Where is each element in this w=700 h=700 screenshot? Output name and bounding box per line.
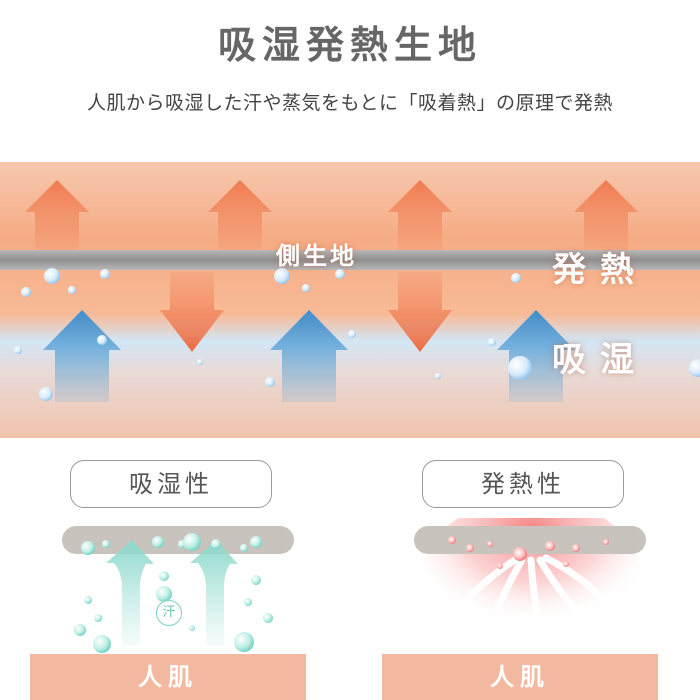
water-bubbles xyxy=(14,268,700,401)
fabric-bar xyxy=(62,526,294,554)
mint-arrow-up xyxy=(190,540,238,646)
page-subtitle: 人肌から吸湿した汗や蒸気をもとに「吸着熱」の原理で発熱 xyxy=(86,92,614,114)
heat-dots xyxy=(448,536,609,569)
heat-arrowheads xyxy=(440,596,620,646)
hero-illustration: 側生地 発熱 吸湿 xyxy=(0,162,700,438)
absorb-illustration xyxy=(62,526,294,653)
heat-arrow-up xyxy=(208,180,272,252)
hero-svg xyxy=(0,162,700,438)
heat-arrow-up xyxy=(388,180,452,252)
skin-bar: 人肌 xyxy=(30,654,306,700)
fabric-band xyxy=(0,250,700,270)
absorb-label: 吸湿 xyxy=(552,340,648,380)
heat-illustration xyxy=(414,518,646,654)
mint-arrow-up xyxy=(106,540,154,646)
absorb-panel: 吸湿性 xyxy=(30,458,310,700)
heat-label: 発熱 xyxy=(552,250,648,290)
heat-arrow-down xyxy=(388,272,452,352)
sweat-icon: 汗 xyxy=(156,600,182,626)
heat-arrow-down xyxy=(160,272,224,352)
fabric-label: 側生地 xyxy=(276,242,357,270)
sweat-bubbles xyxy=(74,533,273,653)
heat-panel: 発熱性 xyxy=(382,458,662,700)
page-title: 吸湿発熱生地 xyxy=(217,23,482,67)
moisture-arrow-up xyxy=(43,310,121,402)
moisture-arrow-up xyxy=(270,310,348,402)
absorb-title-pill: 吸湿性 xyxy=(70,460,272,508)
heat-arrow-up xyxy=(25,180,89,252)
heat-arrow-up xyxy=(574,180,638,252)
heat-title-pill: 発熱性 xyxy=(422,460,624,508)
skin-bar: 人肌 xyxy=(382,654,658,700)
heat-spread-arrows xyxy=(448,554,614,640)
